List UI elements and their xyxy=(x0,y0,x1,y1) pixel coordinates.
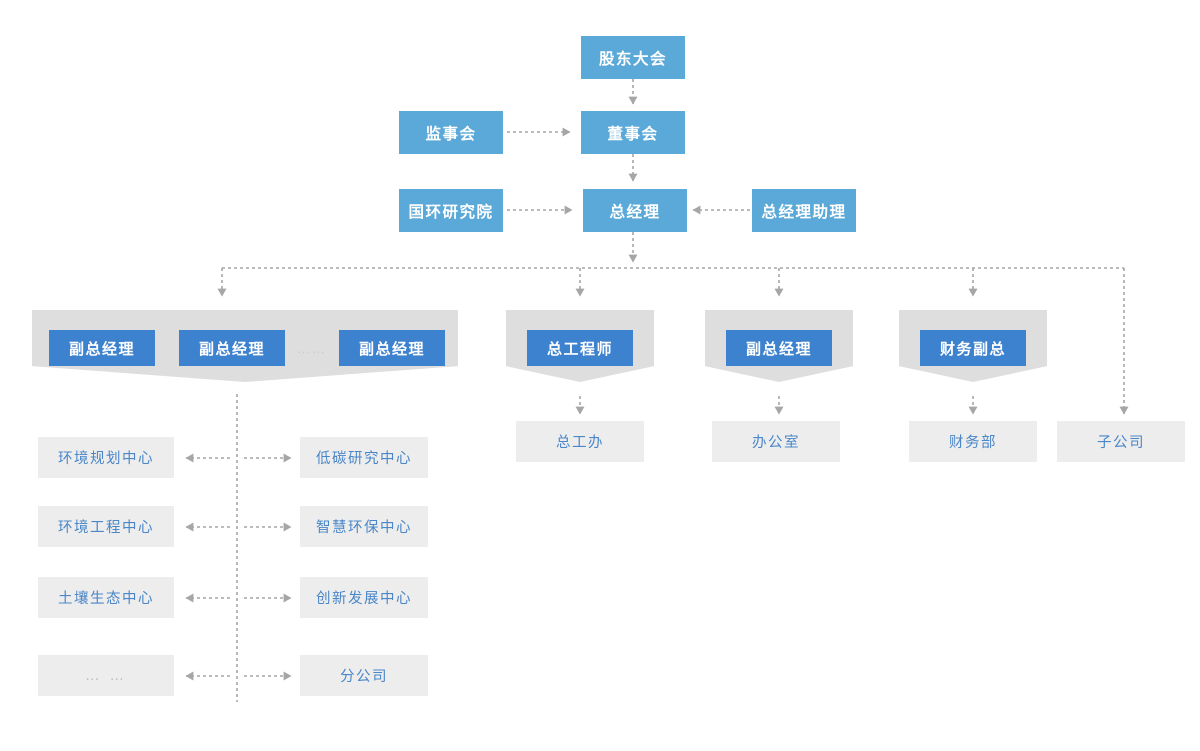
node-department-left-2[interactable]: 环境工程中心 xyxy=(38,506,174,547)
node-vice-general-manager-office[interactable]: 副总经理 xyxy=(726,330,832,366)
node-vice-general-manager-3[interactable]: 副总经理 xyxy=(339,330,445,366)
node-subsidiary[interactable]: 子公司 xyxy=(1057,421,1185,462)
node-department-right-4[interactable]: 分公司 xyxy=(300,655,428,696)
node-chief-engineer[interactable]: 总工程师 xyxy=(527,330,633,366)
node-department-left-4[interactable]: … … xyxy=(38,655,174,696)
node-administration-office[interactable]: 办公室 xyxy=(712,421,840,462)
node-chief-engineer-office[interactable]: 总工办 xyxy=(516,421,644,462)
node-department-right-1[interactable]: 低碳研究中心 xyxy=(300,437,428,478)
node-board-of-directors[interactable]: 董事会 xyxy=(581,111,685,154)
node-department-left-1[interactable]: 环境规划中心 xyxy=(38,437,174,478)
node-shareholders-meeting[interactable]: 股东大会 xyxy=(581,36,685,79)
node-general-manager[interactable]: 总经理 xyxy=(583,189,687,232)
node-research-institute[interactable]: 国环研究院 xyxy=(399,189,503,232)
node-department-left-3[interactable]: 土壤生态中心 xyxy=(38,577,174,618)
node-finance-department[interactable]: 财务部 xyxy=(909,421,1037,462)
node-department-right-2[interactable]: 智慧环保中心 xyxy=(300,506,428,547)
node-department-right-3[interactable]: 创新发展中心 xyxy=(300,577,428,618)
node-board-of-supervisors[interactable]: 监事会 xyxy=(399,111,503,154)
node-vice-general-manager-2[interactable]: 副总经理 xyxy=(179,330,285,366)
vp-group-ellipsis: …… xyxy=(297,340,327,356)
node-finance-vice-president[interactable]: 财务副总 xyxy=(920,330,1026,366)
node-gm-assistant[interactable]: 总经理助理 xyxy=(752,189,856,232)
node-vice-general-manager-1[interactable]: 副总经理 xyxy=(49,330,155,366)
